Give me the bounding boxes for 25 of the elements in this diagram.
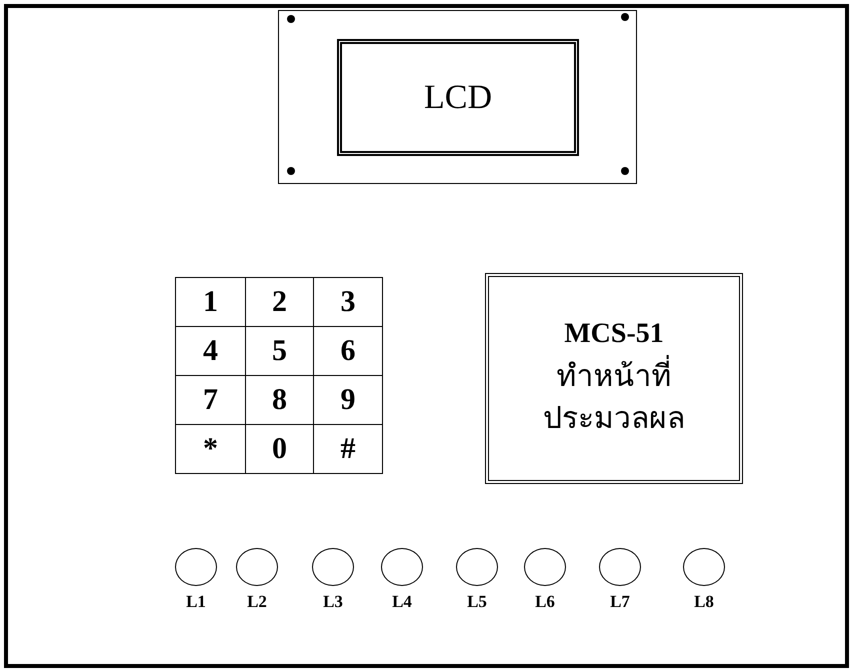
- processor-box: [485, 273, 743, 484]
- led-circle: [312, 548, 354, 586]
- keypad-key: 3: [313, 277, 383, 327]
- led-label: L6: [534, 592, 556, 612]
- keypad-key: *: [175, 424, 246, 474]
- keypad-key: 1: [175, 277, 246, 327]
- keypad-key: #: [313, 424, 383, 474]
- lcd-panel: [278, 10, 637, 184]
- led-label: L8: [693, 592, 715, 612]
- chip-description: ทำหน้าที่ประมวลผล: [519, 356, 709, 440]
- led-circle: [456, 548, 498, 586]
- led-label: L7: [609, 592, 631, 612]
- led-label: L4: [391, 592, 413, 612]
- led-circle: [236, 548, 278, 586]
- led-label: L2: [246, 592, 268, 612]
- led-circle: [599, 548, 641, 586]
- led-circle: [683, 548, 725, 586]
- led-circle: [381, 548, 423, 586]
- led-label: L3: [322, 592, 344, 612]
- led-label: L1: [185, 592, 207, 612]
- led-circle: [524, 548, 566, 586]
- led-label: L5: [466, 592, 488, 612]
- led-circle: [175, 548, 217, 586]
- chip-name: MCS-51: [564, 318, 664, 350]
- lcd-screen: LCD: [337, 39, 579, 156]
